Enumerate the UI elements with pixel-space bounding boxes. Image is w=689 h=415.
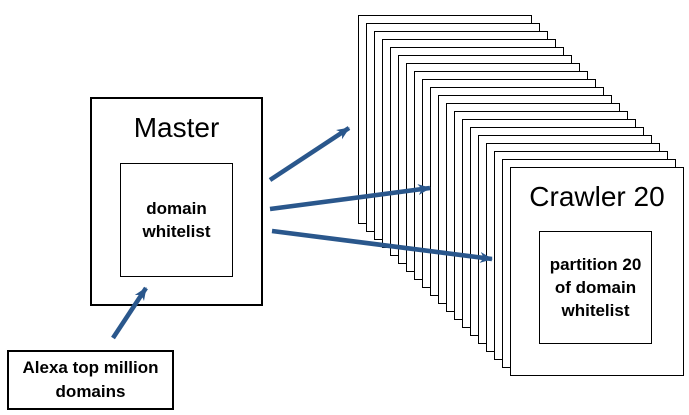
domain-whitelist-box: domain whitelist xyxy=(120,163,233,277)
master-title: Master xyxy=(133,112,220,143)
domain-whitelist-line1: domain xyxy=(146,199,207,218)
partition-whitelist-box: partition 20 of domain whitelist xyxy=(539,231,652,344)
domain-whitelist-line2: whitelist xyxy=(142,222,211,241)
partition-line3: whitelist xyxy=(561,301,630,320)
arrow-master-to-stack-top xyxy=(268,126,351,182)
master-box: Master domain whitelist xyxy=(90,97,263,306)
partition-line1: partition 20 xyxy=(549,255,642,274)
crawler-title: Crawler 20 xyxy=(529,181,665,212)
alexa-source-box: Alexa top million domains xyxy=(7,350,174,410)
alexa-source-line2: domains xyxy=(55,382,126,401)
crawler-front-box: Crawler 20 partition 20 of domain whitel… xyxy=(510,167,684,376)
partition-line2: of domain xyxy=(554,278,637,297)
alexa-source-line1: Alexa top million xyxy=(22,358,159,377)
